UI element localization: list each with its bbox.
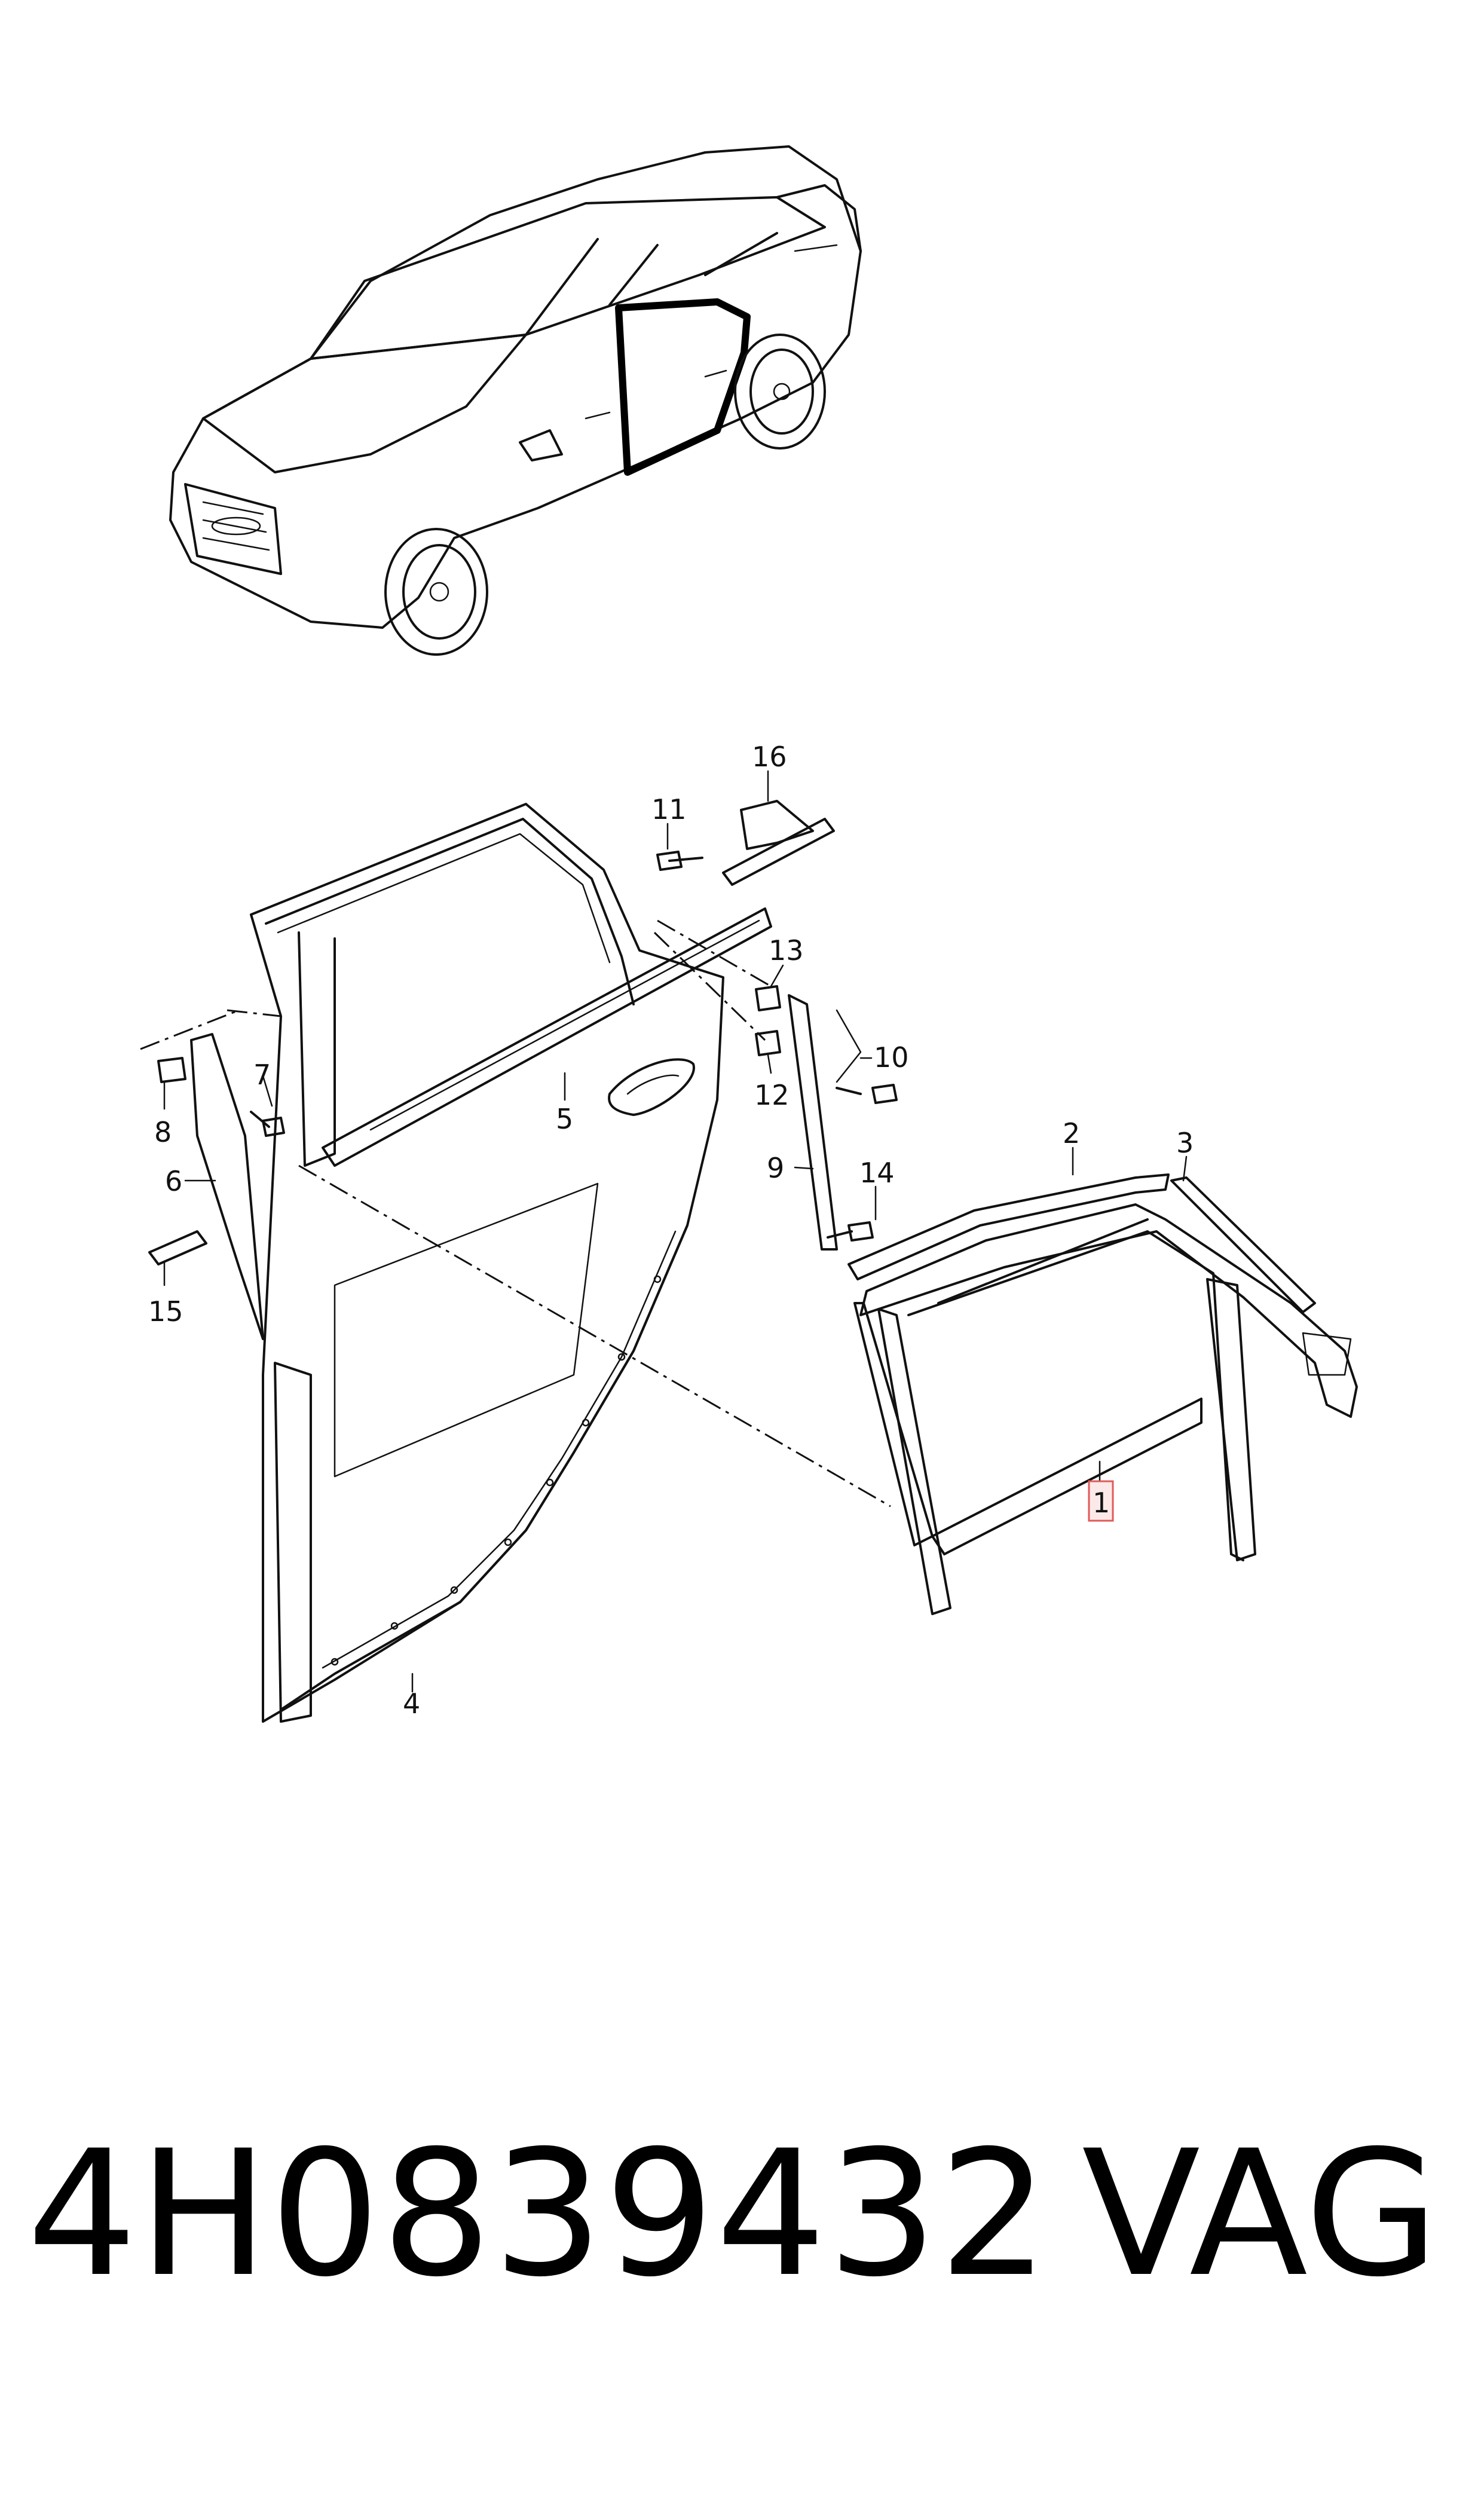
callout-7[interactable]: 7 <box>253 1059 271 1091</box>
callout-1-highlight <box>1088 1480 1114 1522</box>
callout-3[interactable]: 3 <box>1176 1127 1194 1159</box>
callout-6[interactable]: 6 <box>165 1165 182 1197</box>
callout-10[interactable]: 10 <box>874 1041 909 1074</box>
trim-parts-illustration <box>140 800 898 1508</box>
car-overview-illustration <box>169 145 862 656</box>
callout-leaders <box>163 770 1188 1693</box>
callout-2[interactable]: 2 <box>1063 1117 1080 1150</box>
callout-8[interactable]: 8 <box>154 1116 172 1148</box>
callout-labels: 1 2 3 4 5 6 7 8 9 10 11 12 13 14 15 16 <box>148 741 1194 1720</box>
callout-11[interactable]: 11 <box>651 793 687 826</box>
callout-9[interactable]: 9 <box>767 1152 784 1184</box>
callout-14[interactable]: 14 <box>859 1157 895 1189</box>
window-seal-illustration <box>847 1173 1358 1615</box>
callout-13[interactable]: 13 <box>769 934 804 967</box>
part-number: 4H0839432 <box>27 2114 1051 2315</box>
callout-5[interactable]: 5 <box>556 1103 573 1135</box>
callout-1[interactable]: 1 <box>1093 1487 1110 1519</box>
door-frame-illustration <box>250 803 772 1723</box>
callout-4[interactable]: 4 <box>403 1687 420 1720</box>
brand-name: VAG <box>1082 2114 1439 2315</box>
callout-16[interactable]: 16 <box>752 741 787 773</box>
callout-12[interactable]: 12 <box>754 1079 790 1111</box>
callout-15[interactable]: 15 <box>148 1295 183 1328</box>
